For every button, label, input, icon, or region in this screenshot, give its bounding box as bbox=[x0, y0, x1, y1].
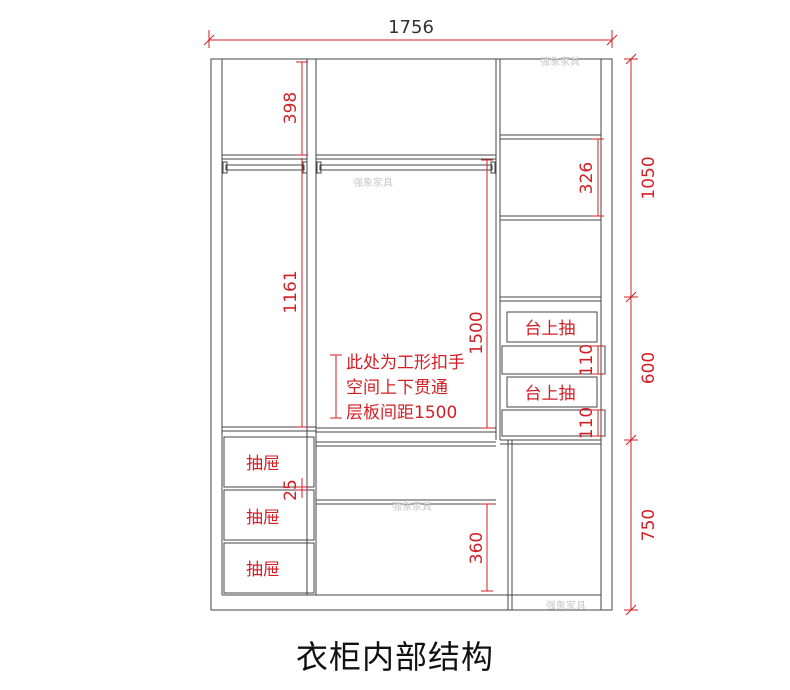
note-line-2: 空间上下贯通 bbox=[346, 378, 448, 398]
note-line-1: 此处为工形扣手 bbox=[346, 353, 465, 373]
watermark-middle: 强象家具 bbox=[353, 176, 393, 189]
note-line-3: 层板间距1500 bbox=[346, 403, 457, 423]
watermark-bottom: 强象家具 bbox=[546, 599, 586, 612]
interior-dimensions bbox=[296, 61, 604, 592]
overall-width-dimension bbox=[203, 30, 618, 48]
dim-25: 25 bbox=[281, 479, 301, 501]
dim-1500: 1500 bbox=[467, 311, 487, 354]
overall-width-label: 1756 bbox=[388, 17, 434, 38]
watermark-top: 强象家具 bbox=[540, 55, 580, 68]
dim-1050: 1050 bbox=[639, 156, 659, 199]
dim-360: 360 bbox=[467, 532, 487, 564]
diagram-title: 衣柜内部结构 bbox=[295, 638, 494, 676]
dim-110-lower: 110 bbox=[577, 407, 597, 439]
cabinet-frame bbox=[210, 58, 613, 611]
tray-label-1: 台上抽 bbox=[525, 319, 576, 339]
dim-110-upper: 110 bbox=[577, 344, 597, 376]
watermark-lower: 强象家具 bbox=[392, 500, 432, 513]
dim-326: 326 bbox=[577, 162, 597, 194]
dim-1161: 1161 bbox=[281, 270, 301, 313]
dim-398: 398 bbox=[281, 92, 301, 124]
dim-750: 750 bbox=[639, 509, 659, 541]
drawer-label-3: 抽屉 bbox=[246, 560, 280, 580]
drawer-label-1: 抽屉 bbox=[246, 454, 280, 474]
tray-label-2: 台上抽 bbox=[525, 384, 576, 404]
dim-600: 600 bbox=[639, 352, 659, 384]
right-side-dimensions bbox=[624, 53, 638, 616]
drawer-label-2: 抽屉 bbox=[246, 508, 280, 528]
